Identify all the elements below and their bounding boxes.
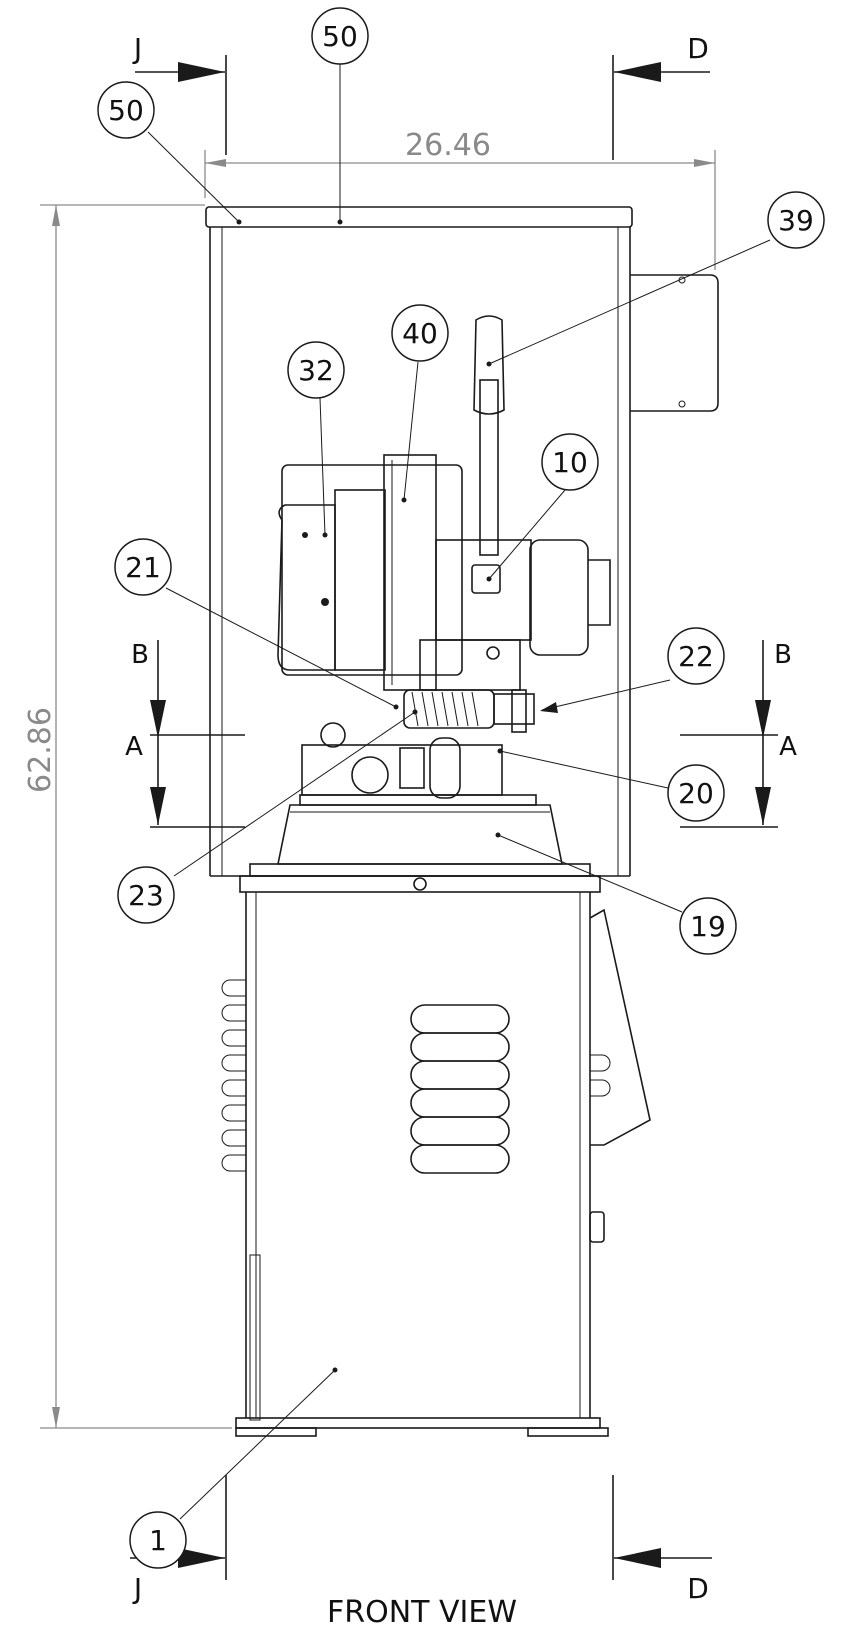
balloon-50-left: 50	[97, 81, 155, 139]
section-d-bottom: D	[612, 1475, 712, 1605]
svg-text:50: 50	[108, 94, 144, 127]
svg-text:1: 1	[149, 1524, 167, 1557]
section-j-top-label: J	[132, 32, 142, 65]
balloon-21: 21	[114, 538, 172, 596]
width-dimension-label: 26.46	[405, 128, 491, 163]
balloon-39: 39	[767, 191, 825, 249]
svg-text:39: 39	[778, 204, 814, 237]
view-title: FRONT VIEW	[327, 1595, 517, 1630]
balloon-40: 40	[391, 304, 449, 362]
svg-text:19: 19	[690, 910, 726, 943]
svg-text:10: 10	[552, 446, 588, 479]
section-d-top: D	[612, 32, 710, 160]
balloon-50-top: 50	[311, 7, 369, 65]
height-dimension-label: 62.86	[23, 707, 58, 793]
section-ba-left: B A	[125, 640, 245, 828]
balloon-20: 20	[667, 764, 725, 822]
svg-text:22: 22	[678, 640, 714, 673]
section-d-bottom-label: D	[687, 1572, 709, 1605]
svg-text:20: 20	[678, 777, 714, 810]
svg-text:40: 40	[402, 317, 438, 350]
leader-lines	[147, 63, 771, 1520]
section-j-bottom-label: J	[132, 1572, 142, 1605]
height-dimension: 62.86	[23, 204, 232, 1429]
balloon-23: 23	[117, 866, 175, 924]
svg-text:32: 32	[298, 354, 334, 387]
section-b-left-label: B	[131, 640, 149, 670]
section-d-top-label: D	[687, 32, 709, 65]
balloon-22: 22	[667, 627, 725, 685]
side-bracket	[630, 274, 719, 412]
section-a-right-label: A	[779, 732, 797, 762]
svg-text:23: 23	[128, 879, 164, 912]
balloon-19: 19	[679, 897, 737, 955]
section-a-left-label: A	[125, 732, 143, 762]
width-dimension: 26.46	[204, 128, 716, 270]
balloon-32: 32	[287, 341, 345, 399]
lower-stand	[221, 875, 651, 1437]
svg-text:21: 21	[125, 551, 161, 584]
saw-assembly	[249, 315, 611, 877]
svg-text:50: 50	[322, 20, 358, 53]
section-b-right-label: B	[774, 640, 792, 670]
balloon-10: 10	[541, 433, 599, 491]
section-j-top: J	[132, 32, 227, 155]
section-ba-right: B A	[680, 640, 797, 828]
balloon-1: 1	[129, 1511, 187, 1569]
